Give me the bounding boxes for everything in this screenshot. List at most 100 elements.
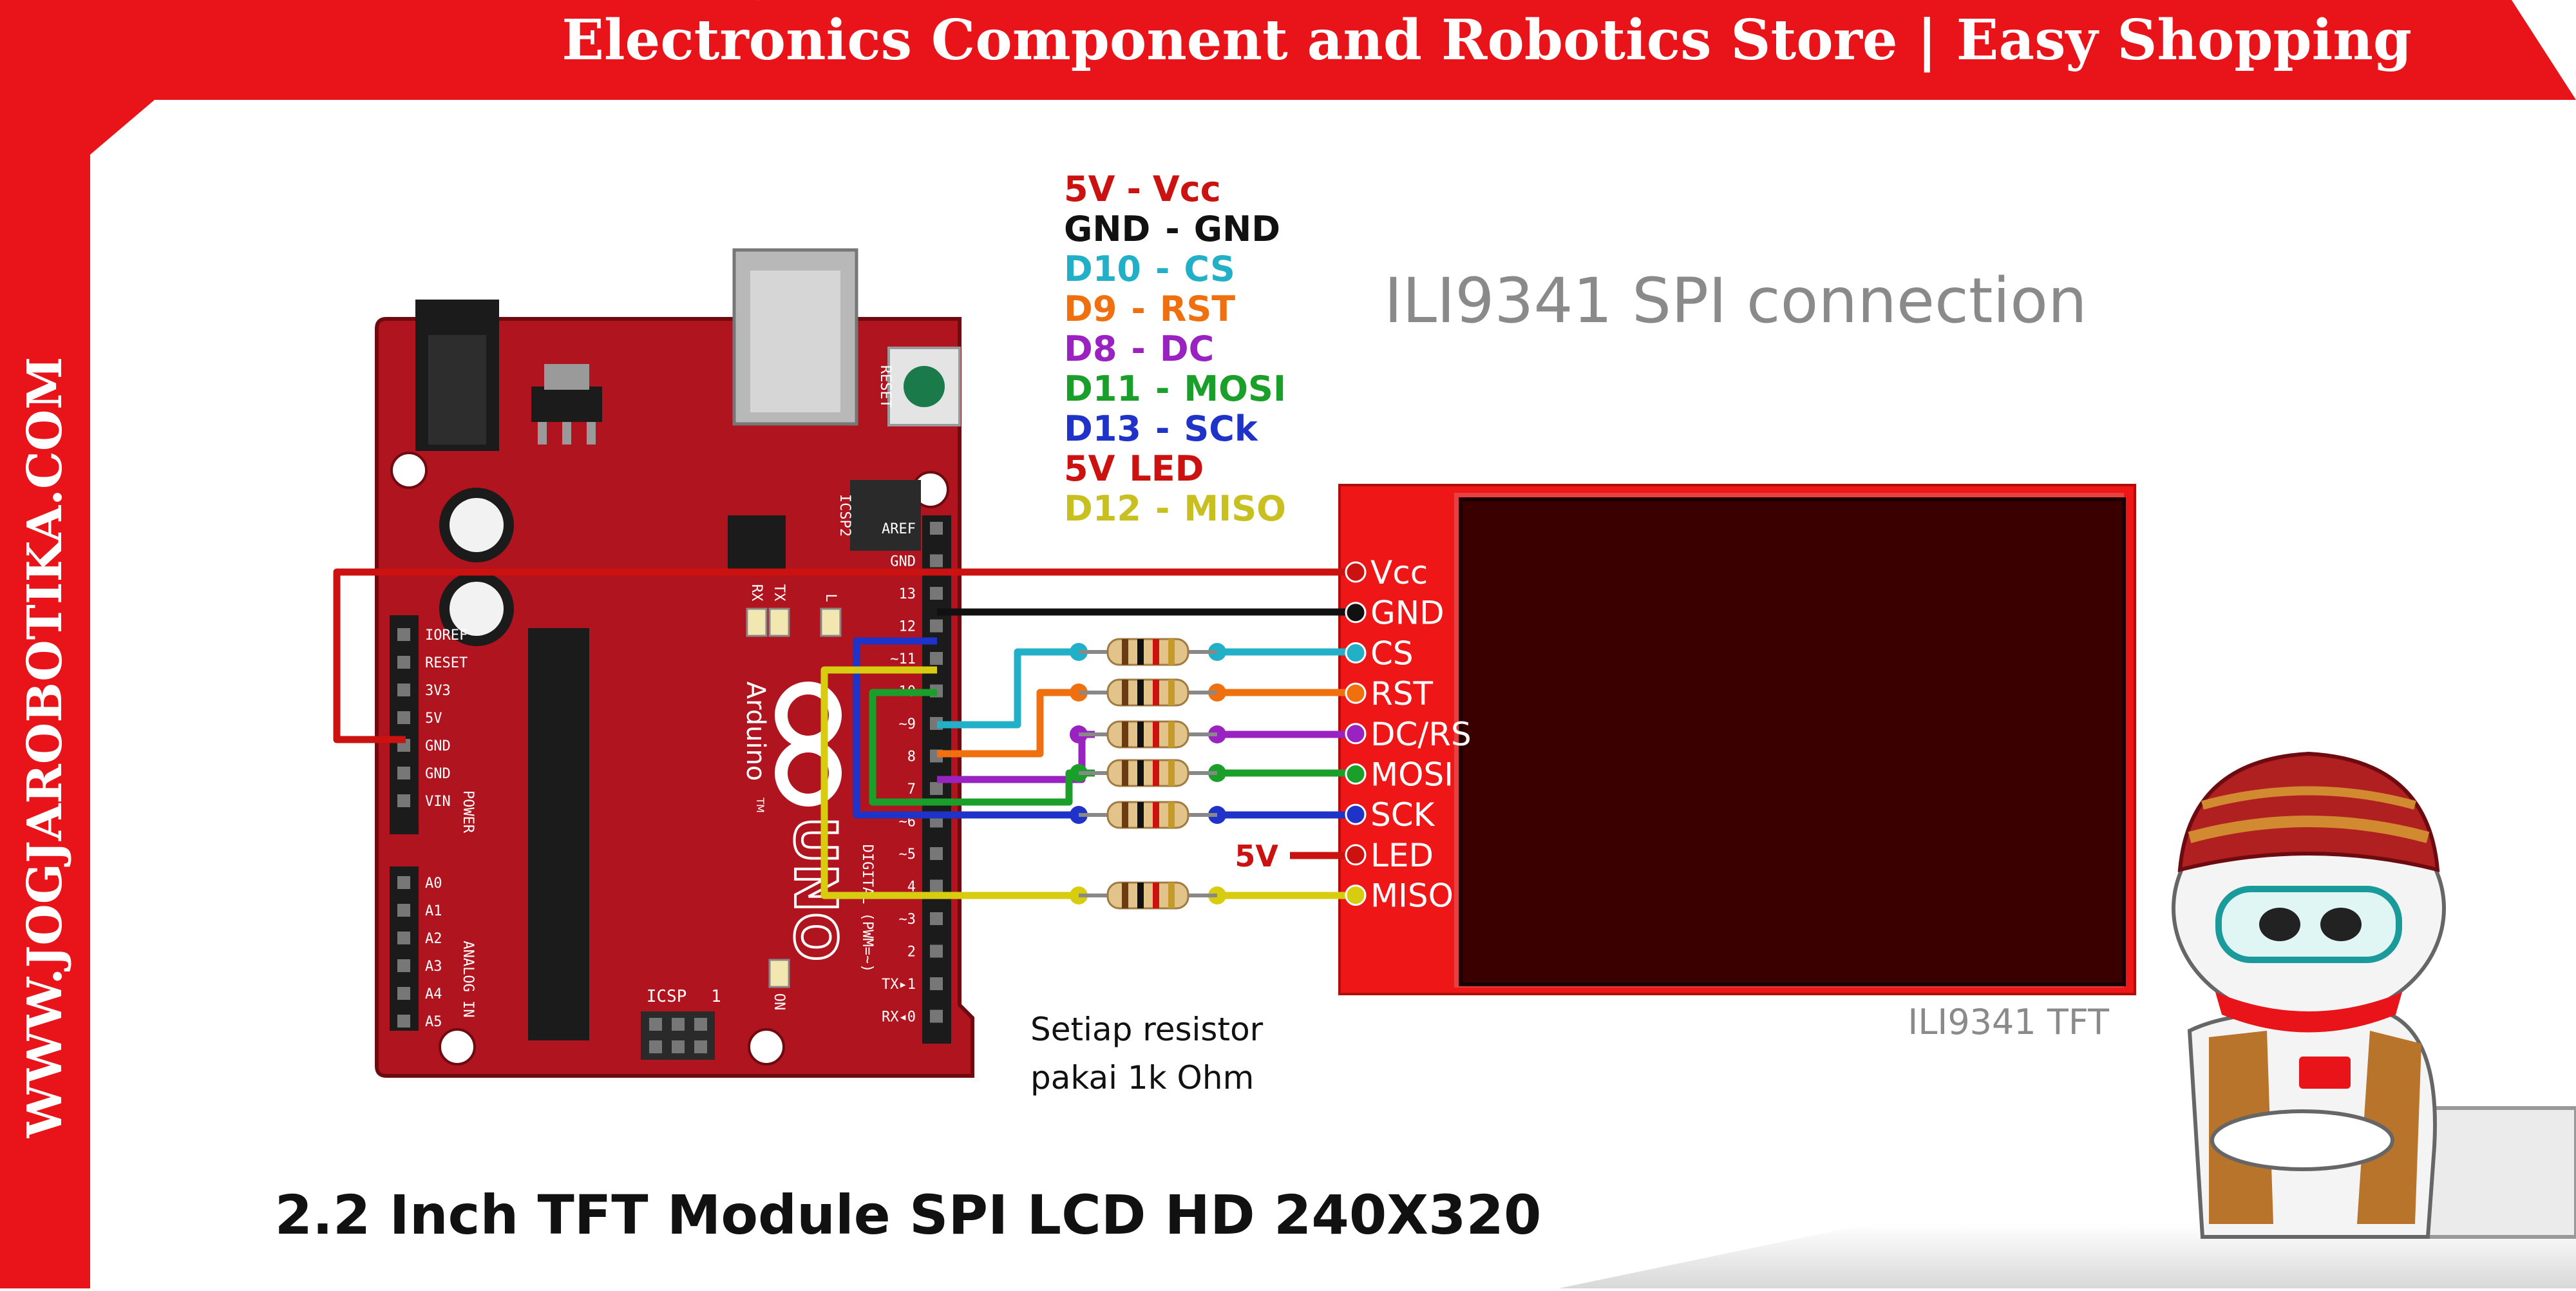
tx-label: TX [771,584,787,602]
legend-arduino: GND [1064,209,1151,249]
resistor-band [1122,760,1128,786]
tft-pin-label: MISO [1370,877,1454,915]
pin-label: ~9 [899,716,916,732]
resistor-note-line1: Setiap resistor [1030,1011,1264,1048]
legend-tft: DC [1160,329,1214,369]
tft-pin-pad [1345,602,1367,624]
legend-dash: - [1155,368,1170,409]
legend-row: GND-GND [1064,209,1280,249]
usb-port-inner [750,271,840,412]
regulator-leg [538,422,547,445]
regulator-leg [587,422,596,445]
pin-label: TX▸1 [882,977,916,993]
legend-dash: - [1155,408,1170,449]
legend-row: D11-MOSI [1064,368,1286,409]
pin-label: ~11 [890,651,916,667]
arduino-board: RESET ICSP2 RX TX L ON Arduino TM UNO [375,248,974,1078]
pin-label: VIN [425,794,451,810]
header-pin [930,912,943,925]
legend-arduino: D9 [1064,289,1117,329]
regulator-leg [562,422,571,445]
mascot-turban [2177,751,2440,872]
header-pin [930,1009,943,1023]
resistor-1k [1106,678,1189,707]
resistor-band [1122,802,1128,828]
pin-label: A3 [425,959,442,975]
mascot-pedestal [1558,1224,2576,1288]
tft-caption: ILI9341 TFT [1908,1002,2110,1042]
voltage-regulator [531,387,602,422]
resistor-band [1168,760,1175,786]
legend-tft: SCk [1184,408,1258,449]
legend-arduino: D10 [1064,249,1141,289]
resistor-band [1153,639,1159,665]
legend-arduino: 5V [1064,448,1115,489]
legend-row: D13-SCk [1064,408,1258,449]
arduino-model: UNO [781,817,849,962]
header-pin [397,987,410,1000]
pin-label: GND [890,554,916,570]
reset-button-base[interactable] [887,347,961,426]
pin-label: 13 [899,586,916,602]
resistor-band [1153,680,1159,705]
analog-header [390,866,419,1031]
resistor-band [1153,883,1159,908]
mascot-turban-band [2188,816,2430,843]
legend-arduino: D13 [1064,408,1141,449]
pin-label: ~5 [899,846,916,863]
l-led [820,607,842,637]
wire-rst-d9 [937,689,1079,758]
header-pin [930,652,943,665]
resistor-band [1137,639,1144,665]
mascot-visor [2215,886,2402,963]
icsp-label: ICSP [647,987,687,1006]
icsp-header [641,1011,715,1060]
icsp2-header [850,480,921,551]
resistor-band [1168,883,1175,908]
tft-pin-label: CS [1370,635,1414,672]
pin-label: 12 [899,619,916,635]
mount-hole [748,1028,785,1066]
wire-miso-d12 [820,666,1079,899]
tft-pin-pad [1345,844,1367,866]
tft-module: ILI9341 TFT [1338,484,2136,1042]
icsp2-label: ICSP2 [837,494,853,537]
mascot-eye-left [2259,908,2300,941]
resistor-1k [1106,801,1189,829]
arduino-trademark: TM [754,797,766,813]
pin-label: AREF [882,521,916,537]
legend-tft: CS [1184,249,1235,289]
mount-hole [390,452,428,489]
tft-pin-pad [1345,723,1367,745]
tft-pin-label: DC/RS [1370,716,1472,753]
resistor-1k [1106,720,1189,749]
legend-row: D10-CS [1064,249,1235,289]
pin-label: A2 [425,931,442,947]
pin-label: 4 [907,879,916,895]
resistor-band [1168,722,1175,747]
header-pin [930,847,943,860]
header-pin [930,554,943,568]
legend-dash: - [1155,249,1170,289]
pin-label: RESET [425,655,468,671]
legend-row: D12-MISO [1064,488,1286,529]
rx-label: RX [748,584,764,602]
top-banner-band [64,0,2576,100]
atmega-chip [528,628,589,1040]
capacitor-top [450,498,504,552]
pin-label: IOREF [425,627,468,644]
header-pin [397,656,410,669]
reset-button[interactable] [904,366,945,407]
resistor-1k [1106,638,1189,666]
header-pin [397,959,410,972]
mascot-collar [2215,992,2402,1033]
resistor-1k [1106,881,1189,910]
header-pin [397,794,410,807]
resistor-band [1168,680,1175,705]
mascot-badge [2299,1057,2351,1089]
